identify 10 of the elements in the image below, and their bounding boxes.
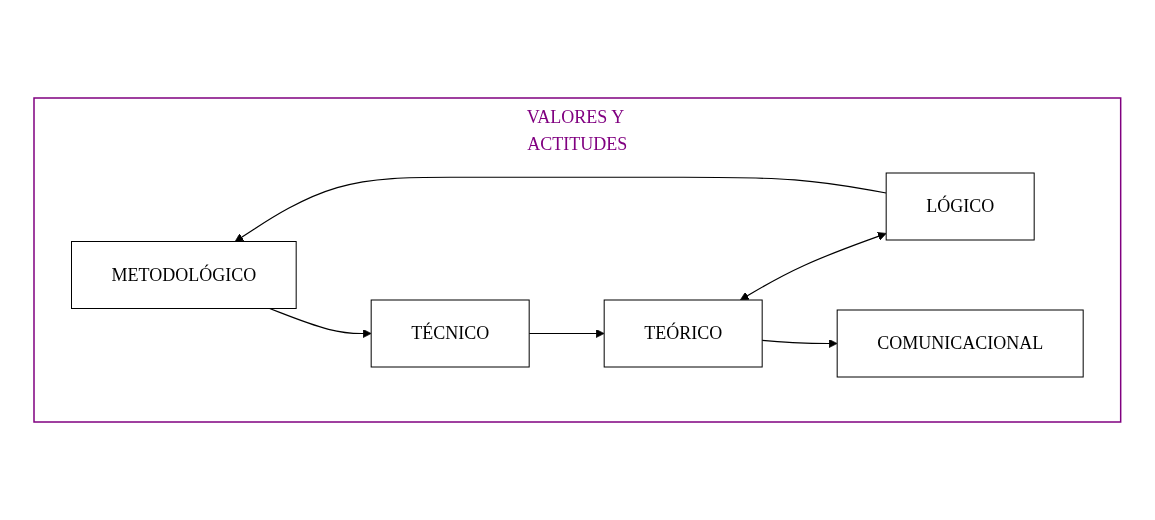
node-box: TÉCNICO <box>370 299 530 368</box>
arrow <box>761 339 838 348</box>
arrow <box>234 176 887 242</box>
node-box: METODOLÓGICO <box>71 241 297 309</box>
arrow <box>528 329 605 338</box>
node-box: TEÓRICO <box>603 299 763 368</box>
node-box: LÓGICO <box>885 172 1035 241</box>
arrow <box>269 307 372 338</box>
arrow <box>740 232 887 301</box>
node-box: COMUNICACIONAL <box>836 309 1084 378</box>
